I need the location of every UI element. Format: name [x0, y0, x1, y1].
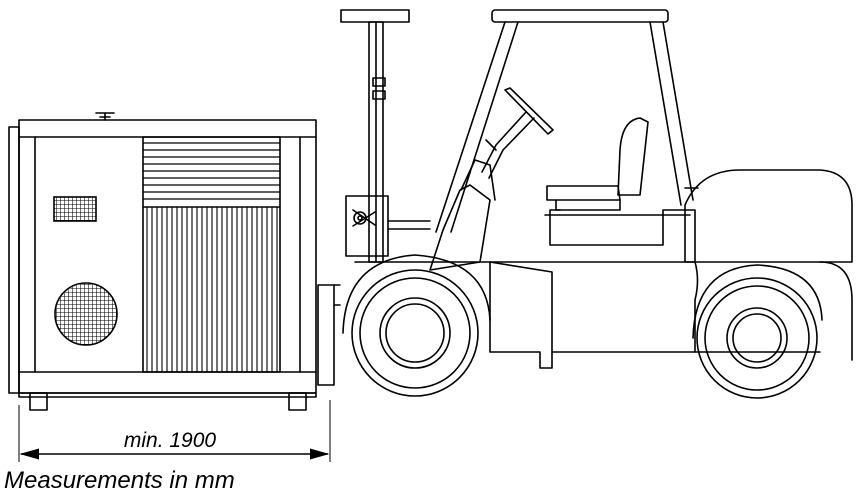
control-panel-grille: [53, 196, 97, 222]
fork-carriage: [317, 284, 341, 386]
caption: Measurements in mm: [4, 467, 235, 494]
forklift-body: [429, 159, 853, 369]
generator-container: [8, 112, 317, 411]
front-wheel: [342, 254, 491, 397]
rear-wheel: [692, 264, 823, 399]
dimension-label: min. 1900: [124, 429, 217, 452]
operator-seat: [546, 117, 649, 211]
forklift-mast: [340, 9, 491, 263]
lifting-eye: [95, 112, 115, 121]
dimension-line: min. 1900: [18, 400, 331, 462]
ventilation-louvers: [142, 136, 281, 373]
steering-wheel: [481, 87, 554, 179]
overhead-guard: [435, 9, 694, 233]
fan-grille: [54, 282, 118, 346]
